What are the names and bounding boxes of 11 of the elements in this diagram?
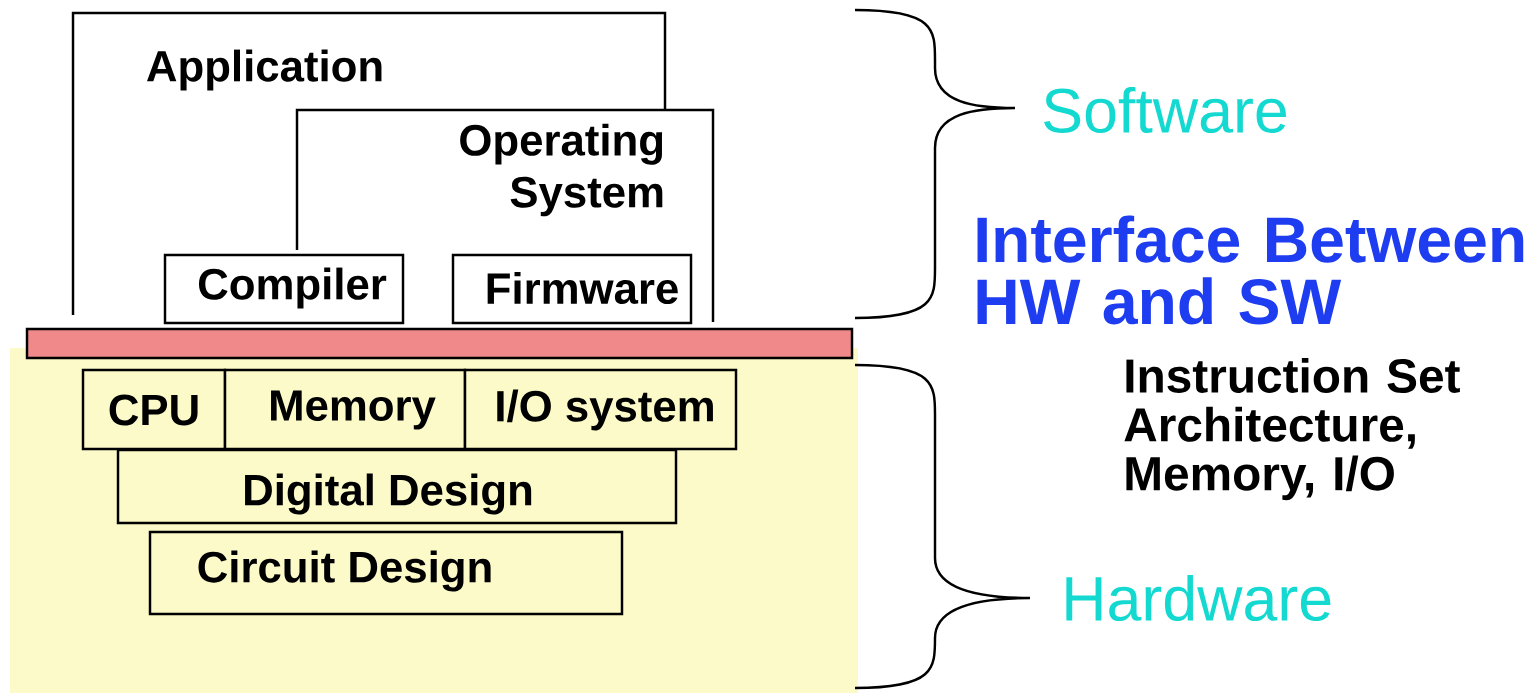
io-system-box: I/O system	[463, 368, 738, 451]
cpu-box: CPU	[81, 368, 227, 451]
isa-note: Instruction Set Architecture, Memory, I/O	[1124, 357, 1460, 501]
firmware-box: Firmware	[451, 253, 693, 325]
hardware-label: Hardware	[1066, 574, 1331, 621]
interface-label: Interface Between HW and SW	[977, 215, 1524, 325]
memory-box: Memory	[223, 368, 467, 451]
interface-bar	[25, 327, 854, 360]
compiler-box: Compiler	[163, 253, 405, 325]
software-label: Software	[1044, 87, 1286, 133]
circuit-design-box: Circuit Design	[148, 530, 624, 616]
